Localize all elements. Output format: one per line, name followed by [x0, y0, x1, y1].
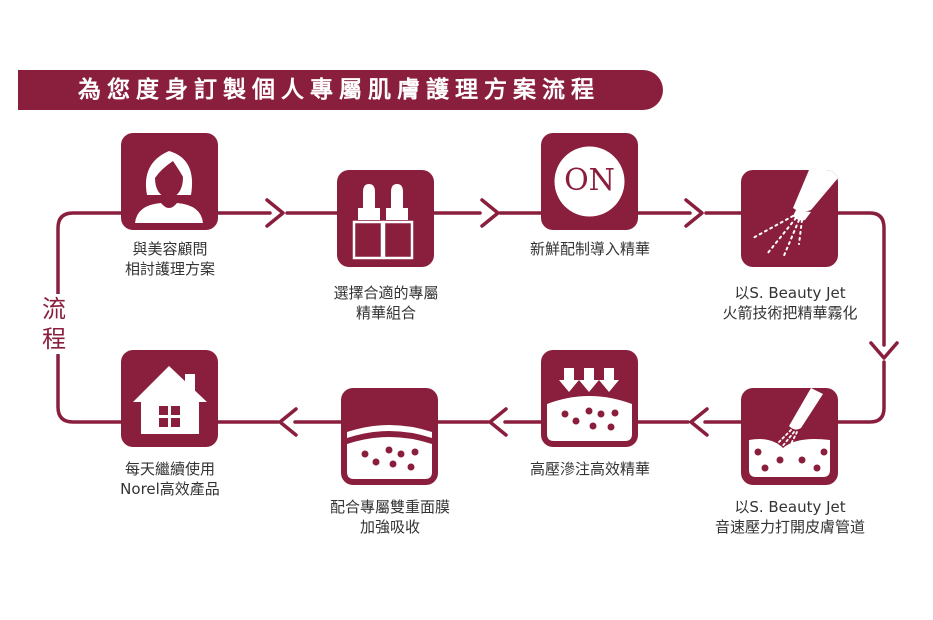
step-8-caption: 每天繼續使用 Norel高效產品: [100, 459, 240, 499]
mask-layer-icon: [347, 425, 432, 479]
arrow-right-icon: [684, 198, 704, 228]
on-button-icon: [554, 146, 625, 217]
caption-line: 高壓滲注高效精華: [529, 460, 650, 478]
arrow-left-icon: [278, 407, 298, 437]
page-title: 為您度身訂製個人專屬肌膚護理方案流程: [78, 77, 600, 103]
caption-line: 以S. Beauty Jet: [734, 498, 846, 516]
spray-nozzle-icon: [752, 170, 838, 259]
caption-line: Norel高效產品: [120, 480, 220, 498]
step-8-icon-box: [121, 350, 218, 447]
pressure-arrows-icon: [547, 368, 632, 441]
caption-line: 加強吸收: [359, 518, 420, 536]
step-3-icon-box: ON: [541, 133, 638, 230]
caption-line: 相討護理方案: [124, 260, 215, 278]
arrow-right-icon: [480, 198, 500, 228]
step-5-caption: 以S. Beauty Jet 音速壓力打開皮膚管道: [695, 497, 885, 537]
bottom-flow-line-4: [56, 353, 280, 424]
caption-line: 與美容顧問: [132, 240, 208, 258]
caption-line: 選擇合適的專屬: [333, 284, 439, 302]
home-icon: [133, 366, 207, 434]
step-5-icon-box: [741, 388, 838, 485]
caption-line: 每天繼續使用: [124, 460, 215, 478]
skin-jet-icon: [749, 388, 830, 477]
caption-line: 配合專屬雙重面膜: [329, 498, 450, 516]
serum-bottles-icon: [352, 184, 414, 260]
title-banner: 為您度身訂製個人專屬肌膚護理方案流程: [18, 70, 663, 110]
step-3-caption: 新鮮配制導入精華: [510, 239, 670, 259]
caption-line: 音速壓力打開皮膚管道: [714, 518, 865, 536]
top-flow-line: [56, 211, 272, 302]
arrow-right-icon: [265, 198, 285, 228]
side-label: 流 程: [38, 294, 70, 354]
on-label: ON: [564, 163, 615, 198]
right-flow-line: [703, 360, 886, 424]
arrow-left-icon: [488, 407, 508, 437]
step-7-icon-box: [341, 388, 438, 485]
caption-line: 火箭技術把精華霧化: [722, 304, 858, 322]
step-1-icon-box: [121, 133, 218, 230]
caption-line: 精華組合: [355, 304, 416, 322]
arrow-left-icon: [689, 407, 709, 437]
step-6-caption: 高壓滲注高效精華: [510, 459, 670, 479]
step-7-caption: 配合專屬雙重面膜 加強吸收: [300, 497, 480, 537]
caption-line: 以S. Beauty Jet: [734, 284, 846, 302]
step-2-icon-box: [337, 170, 434, 267]
step-4-caption: 以S. Beauty Jet 火箭技術把精華霧化: [705, 283, 875, 323]
step-6-icon-box: [541, 350, 638, 447]
step-4-icon-box: [741, 170, 838, 267]
arrow-down-icon: [869, 341, 899, 360]
top-flow-line-4: [704, 211, 886, 347]
woman-consultant-icon: [135, 151, 203, 223]
caption-line: 新鮮配制導入精華: [529, 240, 650, 258]
side-label-char: 流: [42, 295, 66, 323]
step-1-caption: 與美容顧問 相討護理方案: [100, 239, 240, 279]
side-label-char: 程: [42, 325, 66, 353]
step-2-caption: 選擇合適的專屬 精華組合: [311, 283, 461, 323]
